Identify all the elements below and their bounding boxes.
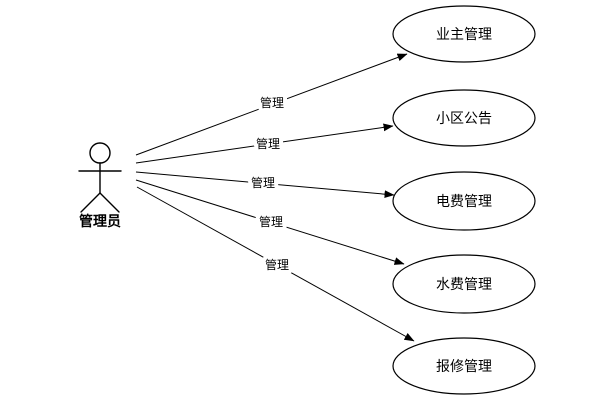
usecase-label: 业主管理 <box>436 27 492 43</box>
usecase-repair-management[interactable]: 报修管理 <box>392 337 536 395</box>
edge-group: 管理 管理 管理 管理 管理 <box>135 53 415 342</box>
actor-label: 管理员 <box>79 213 121 230</box>
edge-label: 管理 <box>256 136 280 151</box>
edge-arrow-notice <box>135 123 394 164</box>
usecase-label: 报修管理 <box>436 359 492 375</box>
edge-label: 管理 <box>259 214 283 229</box>
usecase-community-notice[interactable]: 小区公告 <box>392 89 536 147</box>
usecase-ellipse <box>392 89 536 147</box>
edge-label: 管理 <box>260 95 284 110</box>
edge-arrow-water <box>135 179 405 265</box>
usecase-label: 水费管理 <box>436 277 492 293</box>
usecase-electricity-fee[interactable]: 电费管理 <box>392 171 536 231</box>
actor-admin[interactable]: 管理员 <box>78 142 122 230</box>
actor-head <box>89 142 111 164</box>
edge-arrow-owner <box>135 53 408 156</box>
actor-leg-left <box>80 192 101 213</box>
usecase-label: 小区公告 <box>436 111 492 127</box>
usecase-ellipse <box>392 5 536 63</box>
actor-leg-right <box>99 192 120 213</box>
edge-label: 管理 <box>251 175 275 190</box>
edge-label: 管理 <box>265 257 289 272</box>
usecase-owner-management[interactable]: 业主管理 <box>392 5 536 63</box>
edge-arrow-repair <box>136 186 415 342</box>
edge-arrow-electricity <box>135 171 395 199</box>
usecase-ellipse <box>392 254 536 314</box>
usecase-ellipse <box>392 337 536 395</box>
usecase-water-fee[interactable]: 水费管理 <box>392 254 536 314</box>
usecase-label: 电费管理 <box>436 194 492 210</box>
usecase-ellipse <box>392 171 536 231</box>
